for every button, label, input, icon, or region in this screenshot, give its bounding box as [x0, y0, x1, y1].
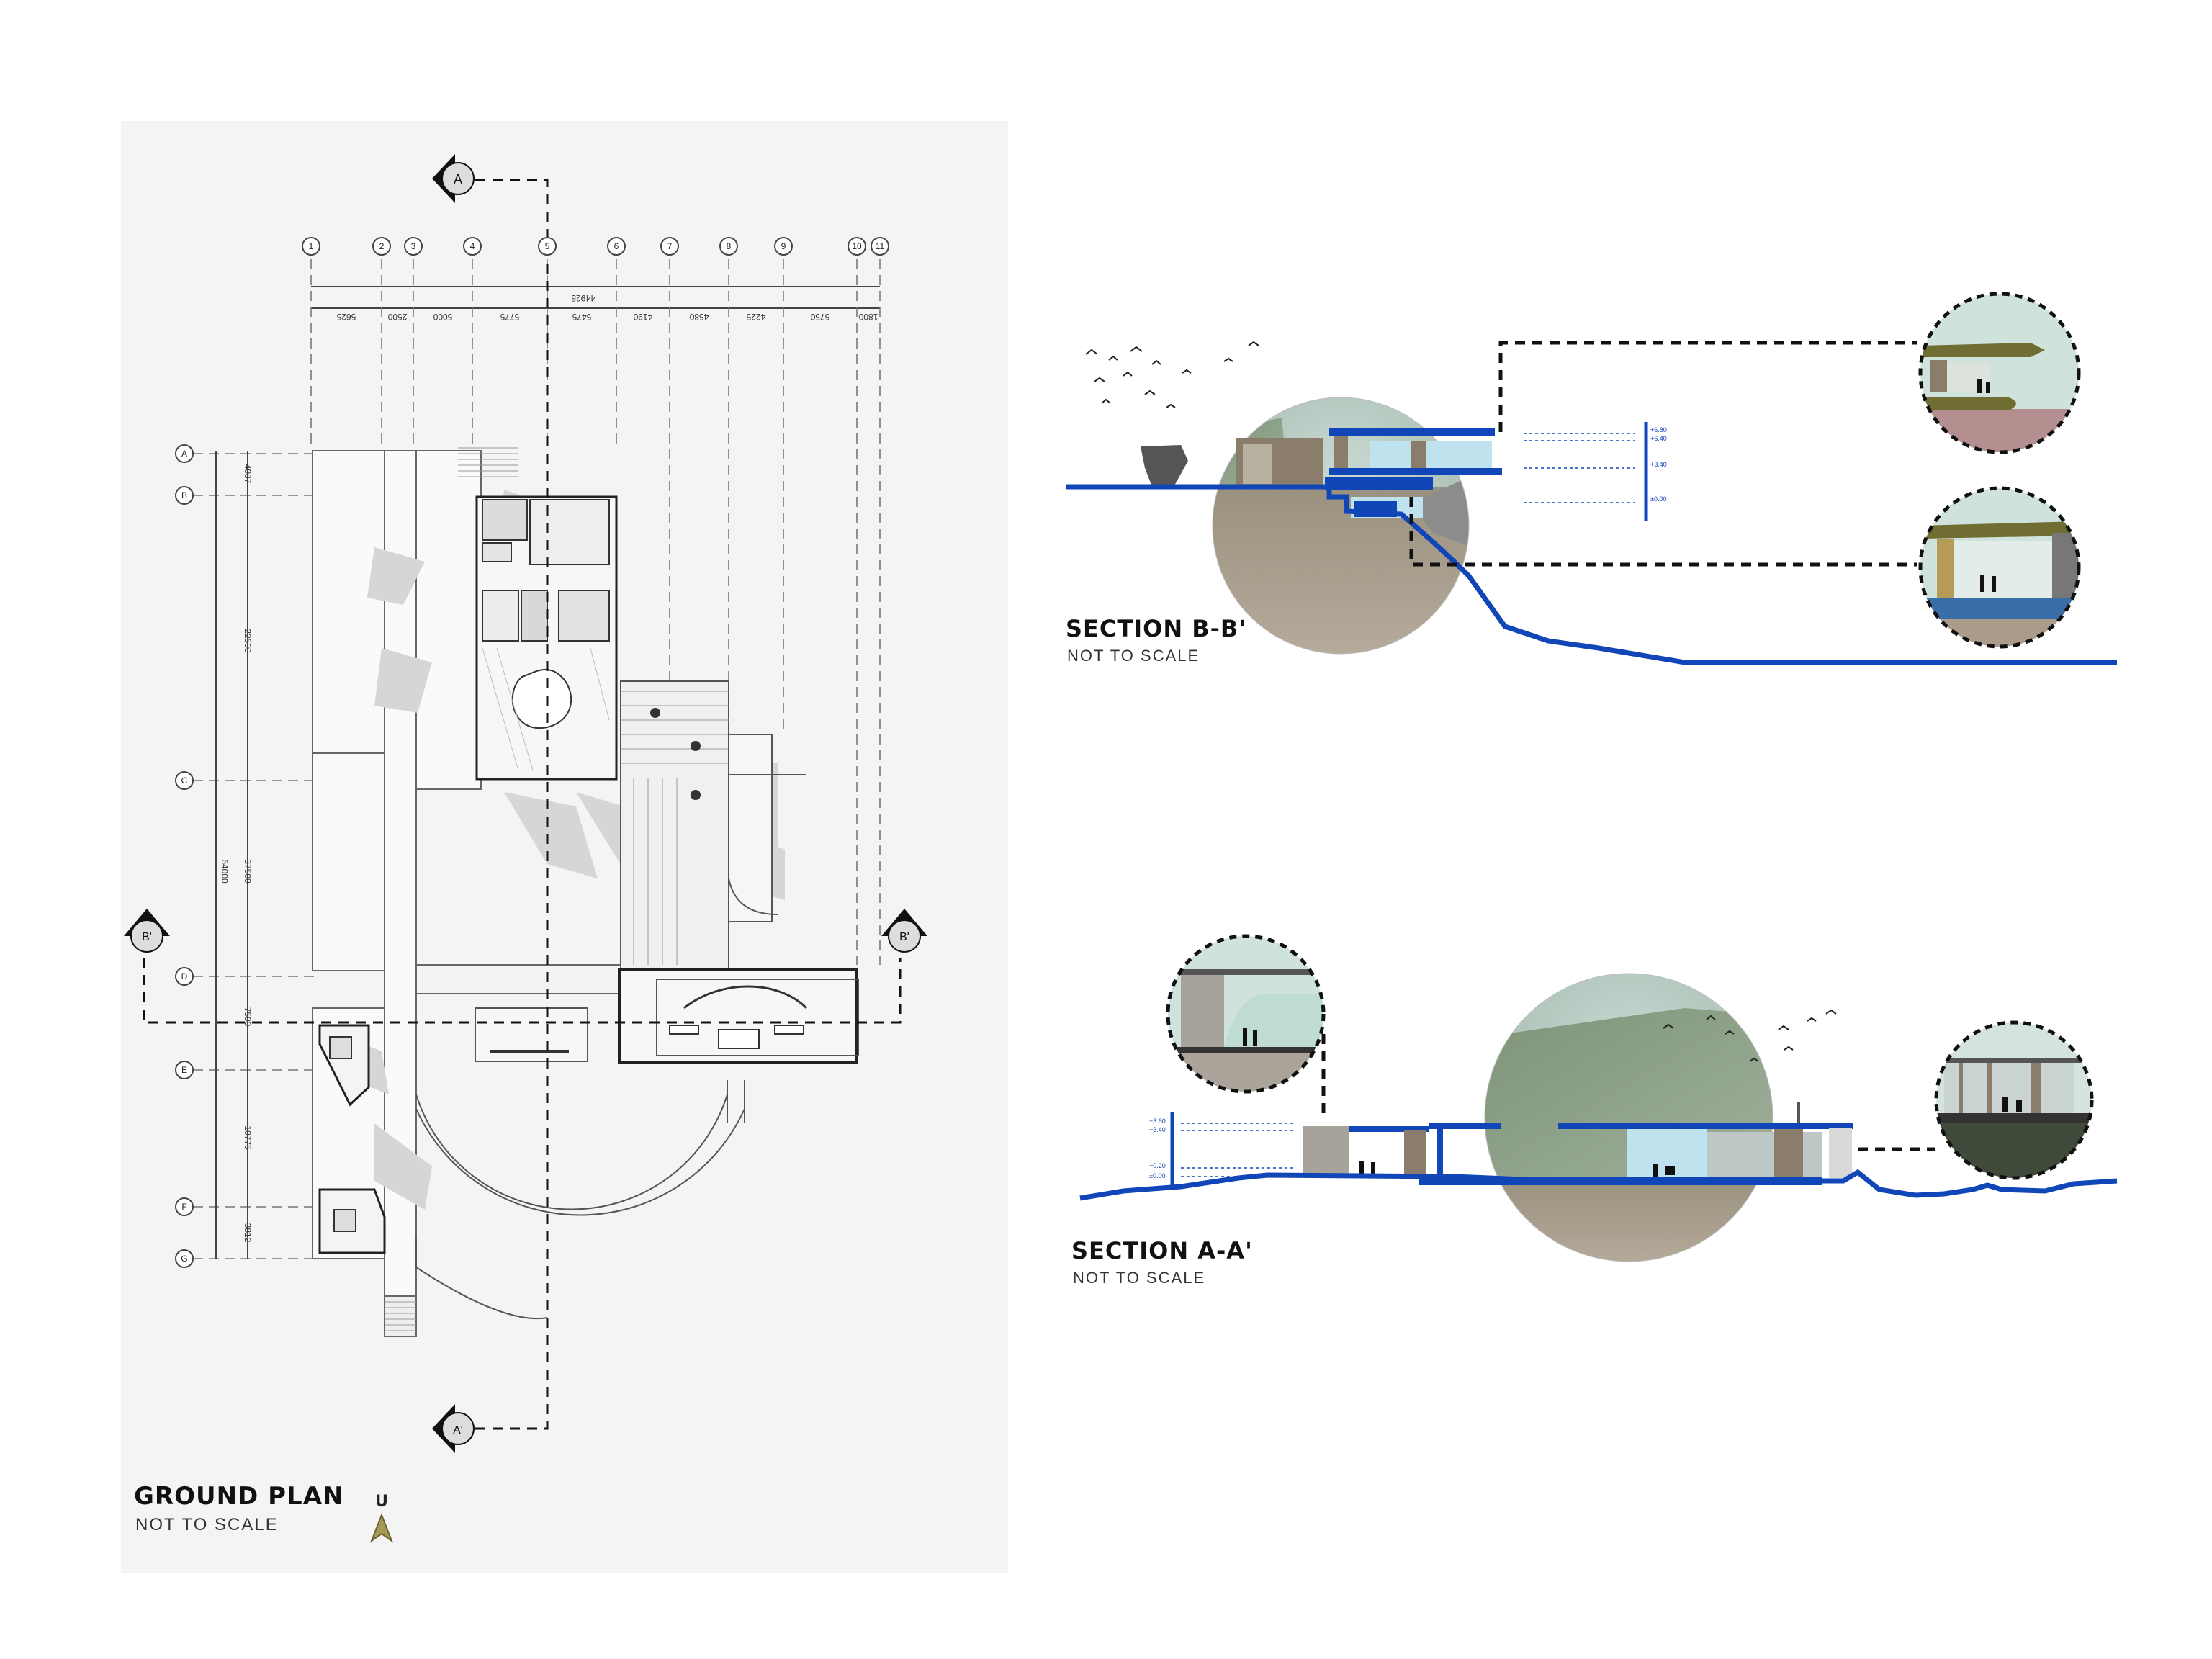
grid-row-d: D — [181, 971, 188, 981]
ground-plan-subtitle: NOT TO SCALE — [135, 1515, 279, 1534]
birds-aa-icon — [1663, 1009, 1837, 1062]
ground-plan-title: GROUND PLAN — [134, 1482, 344, 1511]
bb-level-4: ±0.00 — [1650, 495, 1666, 503]
dim-total-top: 44925 — [571, 293, 595, 303]
ground-plan — [193, 259, 881, 1337]
grid-col-6: 6 — [614, 241, 619, 251]
section-marker-a-bottom — [432, 1404, 475, 1453]
dim-top-9: 5750 — [810, 312, 830, 322]
aa-level-2: +3.40 — [1149, 1126, 1166, 1133]
dim-top-3: 5000 — [433, 312, 452, 322]
section-bb: +6.80 +6.40 +3.40 ±0.00 — [1066, 341, 2117, 665]
section-aa: +3.60 +3.40 +0.20 ±0.00 — [1079, 973, 2118, 1262]
section-marker-b-right-label: B' — [899, 931, 909, 943]
grid-col-11: 11 — [876, 241, 885, 251]
aa-level-3: +0.20 — [1149, 1162, 1166, 1169]
dim-top-5: 5475 — [572, 312, 591, 322]
grid-row-e: E — [181, 1065, 187, 1075]
section-bb-subtitle: NOT TO SCALE — [1067, 647, 1200, 665]
birds-icon — [1085, 341, 1259, 408]
grid-col-8: 8 — [727, 241, 732, 251]
detail-circle-aa-1 — [1166, 934, 1326, 1094]
section-marker-a-bottom-label: A' — [453, 1424, 463, 1437]
section-aa-subtitle: NOT TO SCALE — [1073, 1269, 1206, 1287]
north-arrow-icon — [369, 1513, 394, 1543]
section-marker-b-right — [881, 909, 927, 953]
detail-circle-aa-2 — [1934, 1020, 2094, 1180]
grid-row-bubbles — [175, 444, 194, 1268]
grid-row-c: C — [181, 775, 188, 786]
section-bb-title: SECTION B-B' — [1066, 615, 1247, 642]
grid-col-5: 5 — [545, 241, 550, 251]
bb-level-1: +6.80 — [1650, 426, 1667, 433]
grid-col-3: 3 — [411, 241, 416, 251]
section-marker-a-top-label: A — [454, 172, 462, 186]
aa-level-1: +3.60 — [1149, 1118, 1166, 1125]
dim-left-5: 10775 — [243, 1125, 253, 1150]
grid-col-9: 9 — [781, 241, 786, 251]
detail-circle-bb-2 — [1918, 486, 2081, 649]
section-marker-b-left-label: B' — [142, 931, 152, 943]
grid-col-4: 4 — [470, 241, 475, 251]
grid-row-a: A — [181, 449, 187, 459]
section-marker-a-top — [432, 154, 475, 203]
dim-top-8: 4225 — [746, 312, 765, 322]
grid-col-2: 2 — [379, 241, 385, 251]
dim-left-1: 4087 — [243, 464, 253, 484]
dim-top-4: 5775 — [500, 312, 519, 322]
grid-col-7: 7 — [667, 241, 673, 251]
dim-left-4: 7500 — [243, 1007, 253, 1027]
north-label: U — [375, 1493, 388, 1511]
section-aa-title: SECTION A-A' — [1071, 1237, 1253, 1264]
grid-col-1: 1 — [309, 241, 314, 251]
aa-level-4: ±0.00 — [1149, 1172, 1165, 1179]
bb-level-3: +3.40 — [1650, 461, 1667, 468]
grid-row-f: F — [181, 1202, 186, 1212]
grid-row-b: B — [181, 490, 187, 500]
detail-circle-bb-1 — [1918, 292, 2081, 454]
dim-top-1: 5625 — [336, 312, 356, 322]
grid-row-g: G — [181, 1254, 187, 1264]
grid-column-bubbles — [302, 237, 889, 256]
dim-top-7: 4580 — [689, 312, 709, 322]
dim-top-2: 2500 — [387, 312, 407, 322]
dim-left-6: 3812 — [243, 1223, 253, 1243]
dim-left-2: 22500 — [243, 629, 253, 653]
dim-top-10: 1800 — [858, 312, 878, 322]
bb-level-2: +6.40 — [1650, 435, 1667, 442]
section-cut-lines — [143, 179, 902, 1430]
dim-left-3: 37500 — [243, 859, 253, 884]
dim-total-left: 64000 — [220, 859, 230, 884]
dim-top-6: 4190 — [633, 312, 652, 322]
grid-col-10: 10 — [852, 241, 862, 251]
section-marker-b-left — [124, 909, 170, 953]
